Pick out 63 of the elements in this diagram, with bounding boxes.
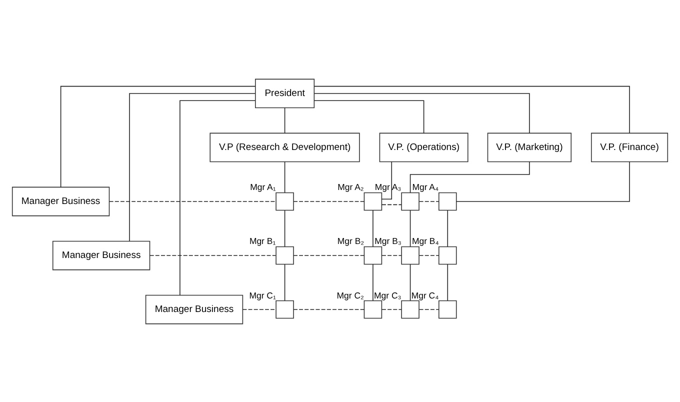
node-label: Mgr B₁ [249,236,276,246]
node-label: Mgr C₂ [336,290,364,300]
node-label: Mgr C₄ [411,290,439,300]
connector [60,85,256,188]
node-box: V.P (Research & Development) [210,132,360,162]
connector [242,308,276,310]
connector [314,85,630,133]
node-label: Mgr A₁ [250,182,276,192]
node-box [401,246,420,264]
connector [382,308,402,310]
connector [372,264,374,301]
node-box [438,246,457,264]
node-box: Manager Business [145,294,244,324]
connector [284,210,286,247]
node-box: Manager Business [52,240,150,270]
connector [447,210,448,247]
connector [418,200,440,202]
connector [284,264,286,301]
node-box: V.P. (Operations) [379,132,468,162]
connector [314,100,424,134]
node-box: Manager Business [12,186,110,216]
connector [284,107,286,133]
connector [447,264,448,301]
connector [382,254,402,256]
node-label: Mgr B₂ [337,236,364,246]
node-box [401,300,420,318]
node-box: President [255,78,315,108]
connector [109,200,276,202]
connector [418,308,440,310]
connector [381,160,392,200]
node-box [276,300,294,318]
node-box [276,246,294,264]
connector [382,204,402,205]
connector [372,210,374,247]
node-label: Mgr A₂ [338,182,364,192]
node-box [401,192,420,210]
connector [418,254,440,256]
node-box [438,192,457,210]
node-label: Mgr A₃ [374,182,402,192]
connector [284,161,286,192]
node-label: Mgr A₄ [412,182,439,192]
connector [410,161,530,193]
connector [293,254,365,256]
connector [410,264,411,301]
connector [180,100,256,296]
connector [293,308,365,310]
connector [150,254,276,256]
connector [410,210,411,247]
node-box: V.P. (Marketing) [487,132,572,162]
connector [314,92,530,133]
node-box [364,192,382,210]
node-box [438,300,457,318]
connector [456,161,630,202]
node-label: Mgr C₁ [249,290,276,300]
connector [293,200,365,202]
node-label: Mgr B₃ [374,236,402,246]
connector [129,92,256,242]
node-box [364,300,382,318]
node-label: Mgr B₄ [412,236,439,246]
node-box [364,246,382,264]
node-box [276,192,294,210]
node-box: V.P. (Finance) [591,132,668,162]
node-label: Mgr C₃ [374,290,402,300]
